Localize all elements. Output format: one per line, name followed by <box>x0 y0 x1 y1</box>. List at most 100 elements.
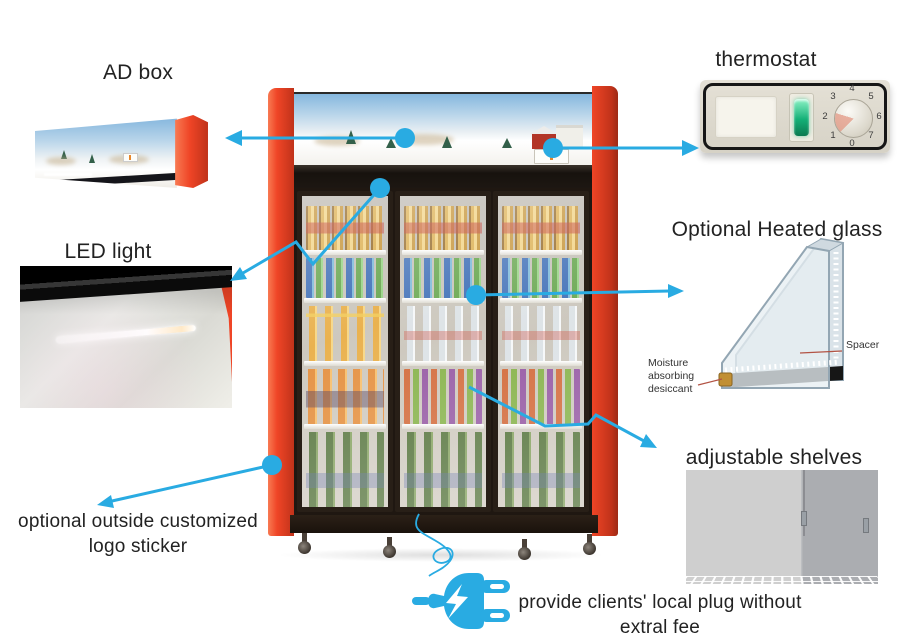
shelf-edge <box>402 424 484 429</box>
led-light-image <box>20 266 232 408</box>
power-plug-icon <box>412 573 510 629</box>
green-beer-bottles <box>306 432 384 507</box>
dial-number: 7 <box>868 130 874 141</box>
shelves-wall-shade <box>686 470 878 584</box>
glass-door-left <box>297 191 393 512</box>
tree-icon <box>442 136 452 148</box>
water-bottles <box>404 306 482 361</box>
gold-cans <box>404 206 482 250</box>
thermostat-image: 4 5 6 7 0 1 2 3 <box>700 80 890 153</box>
orange-drink-bottles <box>306 369 384 424</box>
fridge-kick-plate <box>290 515 598 533</box>
wire-shelf-grid <box>686 575 878 584</box>
caster-wheel <box>383 537 396 561</box>
gold-cans <box>306 206 384 250</box>
moisture-label-line2: absorbing <box>648 370 695 382</box>
plug-prong-slot <box>490 584 504 589</box>
shelf-edge <box>402 361 484 366</box>
white-house-shape <box>556 125 583 149</box>
shelf-row <box>400 429 486 507</box>
shelf-row <box>302 303 388 366</box>
mixed-drink-bottles <box>502 369 580 424</box>
logo-sticker-label: optional outside customized logo sticker <box>7 509 269 559</box>
glass-door-right <box>493 191 589 512</box>
mixed-drink-bottles <box>404 369 482 424</box>
dial-number: 0 <box>849 138 855 149</box>
desiccant-leader-line <box>697 378 723 386</box>
heated-glass-label: Optional Heated glass <box>671 218 883 241</box>
bush-shape <box>46 157 77 166</box>
blue-green-cans <box>306 258 384 298</box>
dial-number: 4 <box>849 83 855 94</box>
plug-cord-stub <box>412 597 430 605</box>
thermostat-label: thermostat <box>715 48 817 71</box>
shelf-edge <box>304 298 386 303</box>
ad-box-slogan-streak <box>43 173 92 176</box>
shelf-row <box>498 255 584 303</box>
thermostat-display <box>715 96 777 138</box>
header-logo-badge <box>534 149 569 164</box>
plug-prong-slot <box>490 613 504 618</box>
dial-number: 2 <box>822 111 828 122</box>
logo-sticker-label-line1: optional outside customized <box>18 511 258 532</box>
ad-box-image <box>35 115 208 188</box>
shelf-row <box>302 429 388 507</box>
logo-sticker-label-line2: logo sticker <box>88 536 188 557</box>
shelf-row <box>400 203 486 255</box>
shelf-edge <box>304 424 386 429</box>
thermostat-outline <box>703 83 887 150</box>
bush-shape <box>314 136 360 146</box>
dial-number: 3 <box>830 91 836 102</box>
display-cooler <box>268 86 618 564</box>
lightning-bolt-icon <box>446 584 468 619</box>
water-bottles <box>502 306 580 361</box>
spacer-leader-line <box>799 350 843 354</box>
logo-sticker-connector <box>97 455 282 508</box>
led-photo-sheen <box>20 266 232 408</box>
plug-note-label: provide clients' local plug without extr… <box>499 590 821 640</box>
glass-doors <box>294 188 592 515</box>
shelf-edge <box>500 250 582 255</box>
dial-number: 5 <box>868 91 874 102</box>
fridge-left-pillar <box>268 88 294 536</box>
shelf-row <box>302 203 388 255</box>
green-beer-bottles <box>404 432 482 507</box>
shelf-row <box>400 255 486 303</box>
caster-wheel <box>518 539 531 563</box>
tree-icon <box>502 138 512 148</box>
bush-shape <box>394 134 454 145</box>
shelf-edge <box>402 298 484 303</box>
shelf-edge <box>402 250 484 255</box>
thermostat-power-switch <box>789 93 814 142</box>
shelf-row <box>498 429 584 507</box>
ad-box-label: AD box <box>102 61 174 84</box>
tree-icon <box>386 138 396 148</box>
gold-cans <box>502 206 580 250</box>
glass-door-middle <box>395 191 491 512</box>
shelf-edge <box>500 298 582 303</box>
moisture-desiccant-label: Moisture absorbing desiccant <box>648 357 694 396</box>
juice-bottles <box>306 306 384 361</box>
plug-note-line1: provide clients' local plug without <box>518 592 802 613</box>
green-beer-bottles <box>502 432 580 507</box>
moisture-label-line3: desiccant <box>648 383 693 395</box>
spacer-label: Spacer <box>846 339 880 351</box>
shelf-clip-bracket <box>862 517 869 533</box>
shelf-row <box>400 366 486 429</box>
shelf-edge <box>304 361 386 366</box>
heated-glass-image: Moisture absorbing desiccant Spacer <box>640 236 898 408</box>
fridge-ad-header <box>294 92 592 167</box>
led-light-label: LED light <box>64 240 152 263</box>
dial-number: 6 <box>876 111 882 122</box>
shelf-row <box>302 255 388 303</box>
caster-wheel <box>583 534 596 558</box>
tree-icon <box>60 150 67 160</box>
plug-note-line2: extral fee <box>619 617 701 638</box>
tree-icon <box>88 154 95 164</box>
blue-green-cans <box>404 258 482 298</box>
adjustable-shelves-label: adjustable shelves <box>685 446 863 469</box>
shelf-edge <box>500 361 582 366</box>
adjustable-shelves-image <box>686 470 878 584</box>
thermostat-green-lamp <box>794 99 809 136</box>
shelf-row <box>498 303 584 366</box>
